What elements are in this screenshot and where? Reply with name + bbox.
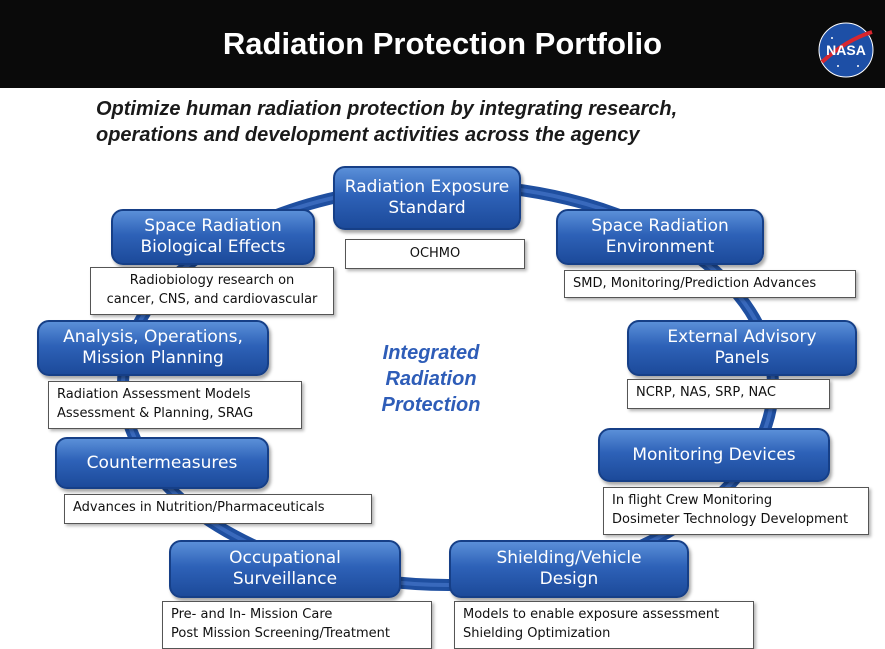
- note-shielding: Models to enable exposure assessment Shi…: [454, 601, 754, 649]
- center-label-line-3: Protection: [381, 394, 481, 416]
- node-title-line: Standard: [388, 198, 466, 218]
- note-line: SMD, Monitoring/Prediction Advances: [573, 276, 817, 291]
- center-label-line-2: Radiation: [385, 368, 477, 390]
- nasa-logo-icon: NASA: [818, 22, 874, 78]
- node-monitoring: Monitoring Devices: [598, 428, 830, 482]
- note-analysis: Radiation Assessment Models Assessment &…: [48, 381, 302, 429]
- note-exposure-standard: OCHMO: [345, 239, 525, 269]
- node-title-line: Monitoring Devices: [632, 444, 796, 465]
- node-title-line: Design: [539, 569, 599, 589]
- nasa-logo-text: NASA: [826, 42, 866, 58]
- node-title-line: Mission Planning: [82, 348, 224, 368]
- note-countermeasures: Advances in Nutrition/Pharmaceuticals: [64, 494, 372, 524]
- node-occupational: Occupational Surveillance: [169, 540, 401, 598]
- node-title-line: Panels: [714, 348, 770, 368]
- node-title-line: Radiation Exposure: [344, 177, 510, 197]
- note-line: In flight Crew Monitoring: [612, 493, 773, 508]
- note-advisory: NCRP, NAS, SRP, NAC: [627, 379, 830, 409]
- node-title-line: External Advisory: [667, 327, 817, 347]
- note-monitoring: In flight Crew Monitoring Dosimeter Tech…: [603, 487, 869, 535]
- node-title-line: Occupational: [229, 548, 341, 568]
- node-countermeasures: Countermeasures: [55, 437, 269, 489]
- note-line: NCRP, NAS, SRP, NAC: [636, 385, 776, 400]
- note-line: Dosimeter Technology Development: [612, 512, 849, 527]
- note-line: Assessment & Planning, SRAG: [57, 406, 254, 421]
- center-label: Integrated Radiation Protection: [356, 340, 506, 418]
- note-line: Advances in Nutrition/Pharmaceuticals: [73, 500, 325, 515]
- note-line: OCHMO: [409, 246, 461, 261]
- node-title-line: Countermeasures: [86, 452, 238, 473]
- note-line: Radiobiology research on: [129, 273, 295, 288]
- node-exposure-standard: Radiation Exposure Standard: [333, 166, 521, 230]
- slide-title: Radiation Protection Portfolio: [222, 26, 663, 61]
- node-shielding: Shielding/Vehicle Design: [449, 540, 689, 598]
- node-analysis: Analysis, Operations, Mission Planning: [37, 320, 269, 376]
- node-title-line: Surveillance: [232, 569, 338, 589]
- note-biological: Radiobiology research on cancer, CNS, an…: [90, 267, 334, 315]
- title-bar: Radiation Protection Portfolio NASA: [0, 0, 885, 88]
- subtitle-line-1: Optimize human radiation protection by i…: [96, 98, 678, 120]
- node-title-line: Shielding/Vehicle: [496, 548, 642, 568]
- subtitle: Optimize human radiation protection by i…: [96, 96, 816, 148]
- node-title-line: Biological Effects: [140, 237, 286, 257]
- center-label-line-1: Integrated: [382, 342, 480, 364]
- note-line: Radiation Assessment Models: [57, 387, 251, 402]
- note-line: Post Mission Screening/Treatment: [171, 626, 390, 641]
- node-advisory: External Advisory Panels: [627, 320, 857, 376]
- note-occupational: Pre- and In- Mission Care Post Mission S…: [162, 601, 432, 649]
- note-environment: SMD, Monitoring/Prediction Advances: [564, 270, 856, 298]
- node-title-line: Analysis, Operations,: [63, 327, 243, 347]
- node-title-line: Space Radiation: [591, 216, 729, 236]
- node-title-line: Environment: [605, 237, 715, 257]
- subtitle-line-2: operations and development activities ac…: [96, 124, 640, 146]
- note-line: Pre- and In- Mission Care: [171, 607, 333, 622]
- node-title-line: Space Radiation: [144, 216, 282, 236]
- node-biological: Space Radiation Biological Effects: [111, 209, 315, 265]
- note-line: cancer, CNS, and cardiovascular: [106, 292, 318, 307]
- node-environment: Space Radiation Environment: [556, 209, 764, 265]
- note-line: Shielding Optimization: [463, 626, 611, 641]
- note-line: Models to enable exposure assessment: [463, 607, 720, 622]
